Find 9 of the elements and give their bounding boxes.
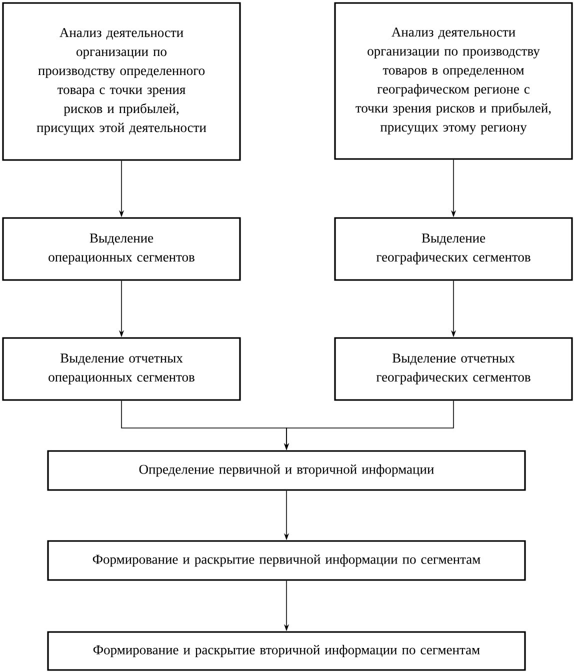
process-box: Выделение операционных сегментов <box>2 217 241 281</box>
process-box: Формирование и раскрытие первичной информации по сегментам <box>47 540 526 581</box>
process-box: Анализ деятельности организации по производству определенного товара с точки зрения рисков и прибылей, присущих этой деятельности <box>2 2 241 161</box>
process-box: Анализ деятельности организации по производству товаров в определенном географическом регионе с точки зрения рисков и прибылей, присущих этому региону <box>334 2 573 160</box>
process-box: Выделение отчетных операционных сегментов <box>2 337 241 401</box>
process-box: Выделение географических сегментов <box>334 217 573 281</box>
process-box: Формирование и раскрытие вторичной информации по сегментам <box>47 631 526 671</box>
process-box: Выделение отчетных географических сегментов <box>334 337 573 401</box>
process-box: Определение первичной и вторичной информации <box>47 450 526 491</box>
